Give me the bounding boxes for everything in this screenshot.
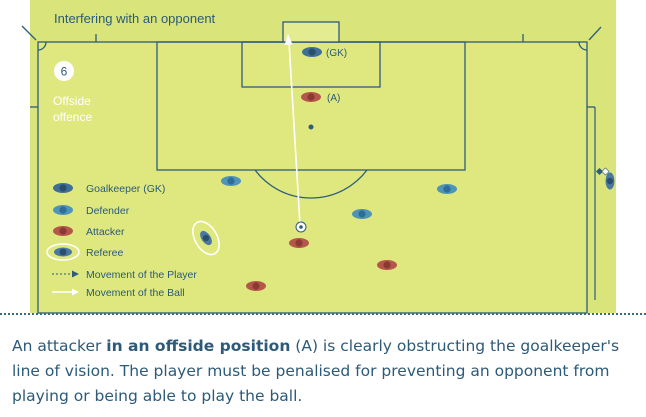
step-label-line1: Offside bbox=[53, 94, 91, 108]
corner-arc-right bbox=[578, 41, 588, 51]
diagram-title: Interfering with an opponent bbox=[54, 11, 216, 26]
referee-player bbox=[192, 220, 220, 256]
step-badge bbox=[54, 61, 74, 81]
ball-movement-line bbox=[288, 41, 301, 226]
ball-movement-arrowhead bbox=[284, 34, 293, 45]
legend-label: Goalkeeper (GK) bbox=[86, 183, 165, 195]
goalkeeper-player bbox=[302, 47, 322, 57]
legend-label: Defender bbox=[86, 205, 130, 217]
defender-player bbox=[437, 184, 457, 194]
legend-label: Attacker bbox=[86, 226, 125, 238]
attacker-a-label: (A) bbox=[327, 93, 340, 104]
legend-defender-icon bbox=[53, 205, 73, 215]
dotted-divider bbox=[0, 313, 646, 315]
attacker-a-player bbox=[301, 92, 321, 102]
caption-bold: in an offside position bbox=[106, 337, 291, 355]
legend: Goalkeeper (GK) Defender Attacker Refere… bbox=[46, 183, 197, 299]
legend-ball-movement-arrow bbox=[52, 288, 79, 296]
defender-player bbox=[221, 176, 241, 186]
step-number: 6 bbox=[61, 65, 68, 79]
penalty-arc bbox=[254, 169, 368, 199]
attacker-player bbox=[377, 260, 397, 270]
penalty-spot bbox=[308, 124, 314, 130]
goal bbox=[282, 21, 340, 43]
attacker-player bbox=[289, 238, 309, 248]
legend-label: Movement of the Ball bbox=[86, 287, 185, 299]
assistant-referee bbox=[595, 167, 615, 190]
defender-player bbox=[352, 209, 372, 219]
legend-referee-icon bbox=[46, 243, 80, 261]
corner-flag-line-right bbox=[588, 26, 602, 41]
caption-part1: An attacker bbox=[12, 337, 107, 355]
attacker-player bbox=[246, 281, 266, 291]
corner-flag-line-left bbox=[21, 25, 37, 41]
legend-player-movement-arrow bbox=[52, 270, 79, 278]
ball bbox=[295, 221, 307, 233]
legend-label: Movement of the Player bbox=[86, 269, 197, 281]
step-label-line2: offence bbox=[53, 110, 92, 124]
legend-label: Referee bbox=[86, 247, 124, 259]
goalkeeper-label: (GK) bbox=[326, 48, 347, 59]
legend-goalkeeper-icon bbox=[53, 183, 73, 193]
corner-arc-left bbox=[37, 41, 47, 51]
caption-text: An attacker in an offside position (A) i… bbox=[12, 334, 640, 409]
legend-attacker-icon bbox=[53, 226, 73, 236]
caption-part2: (A) is clearly obstructing the goalkeepe… bbox=[12, 337, 620, 405]
